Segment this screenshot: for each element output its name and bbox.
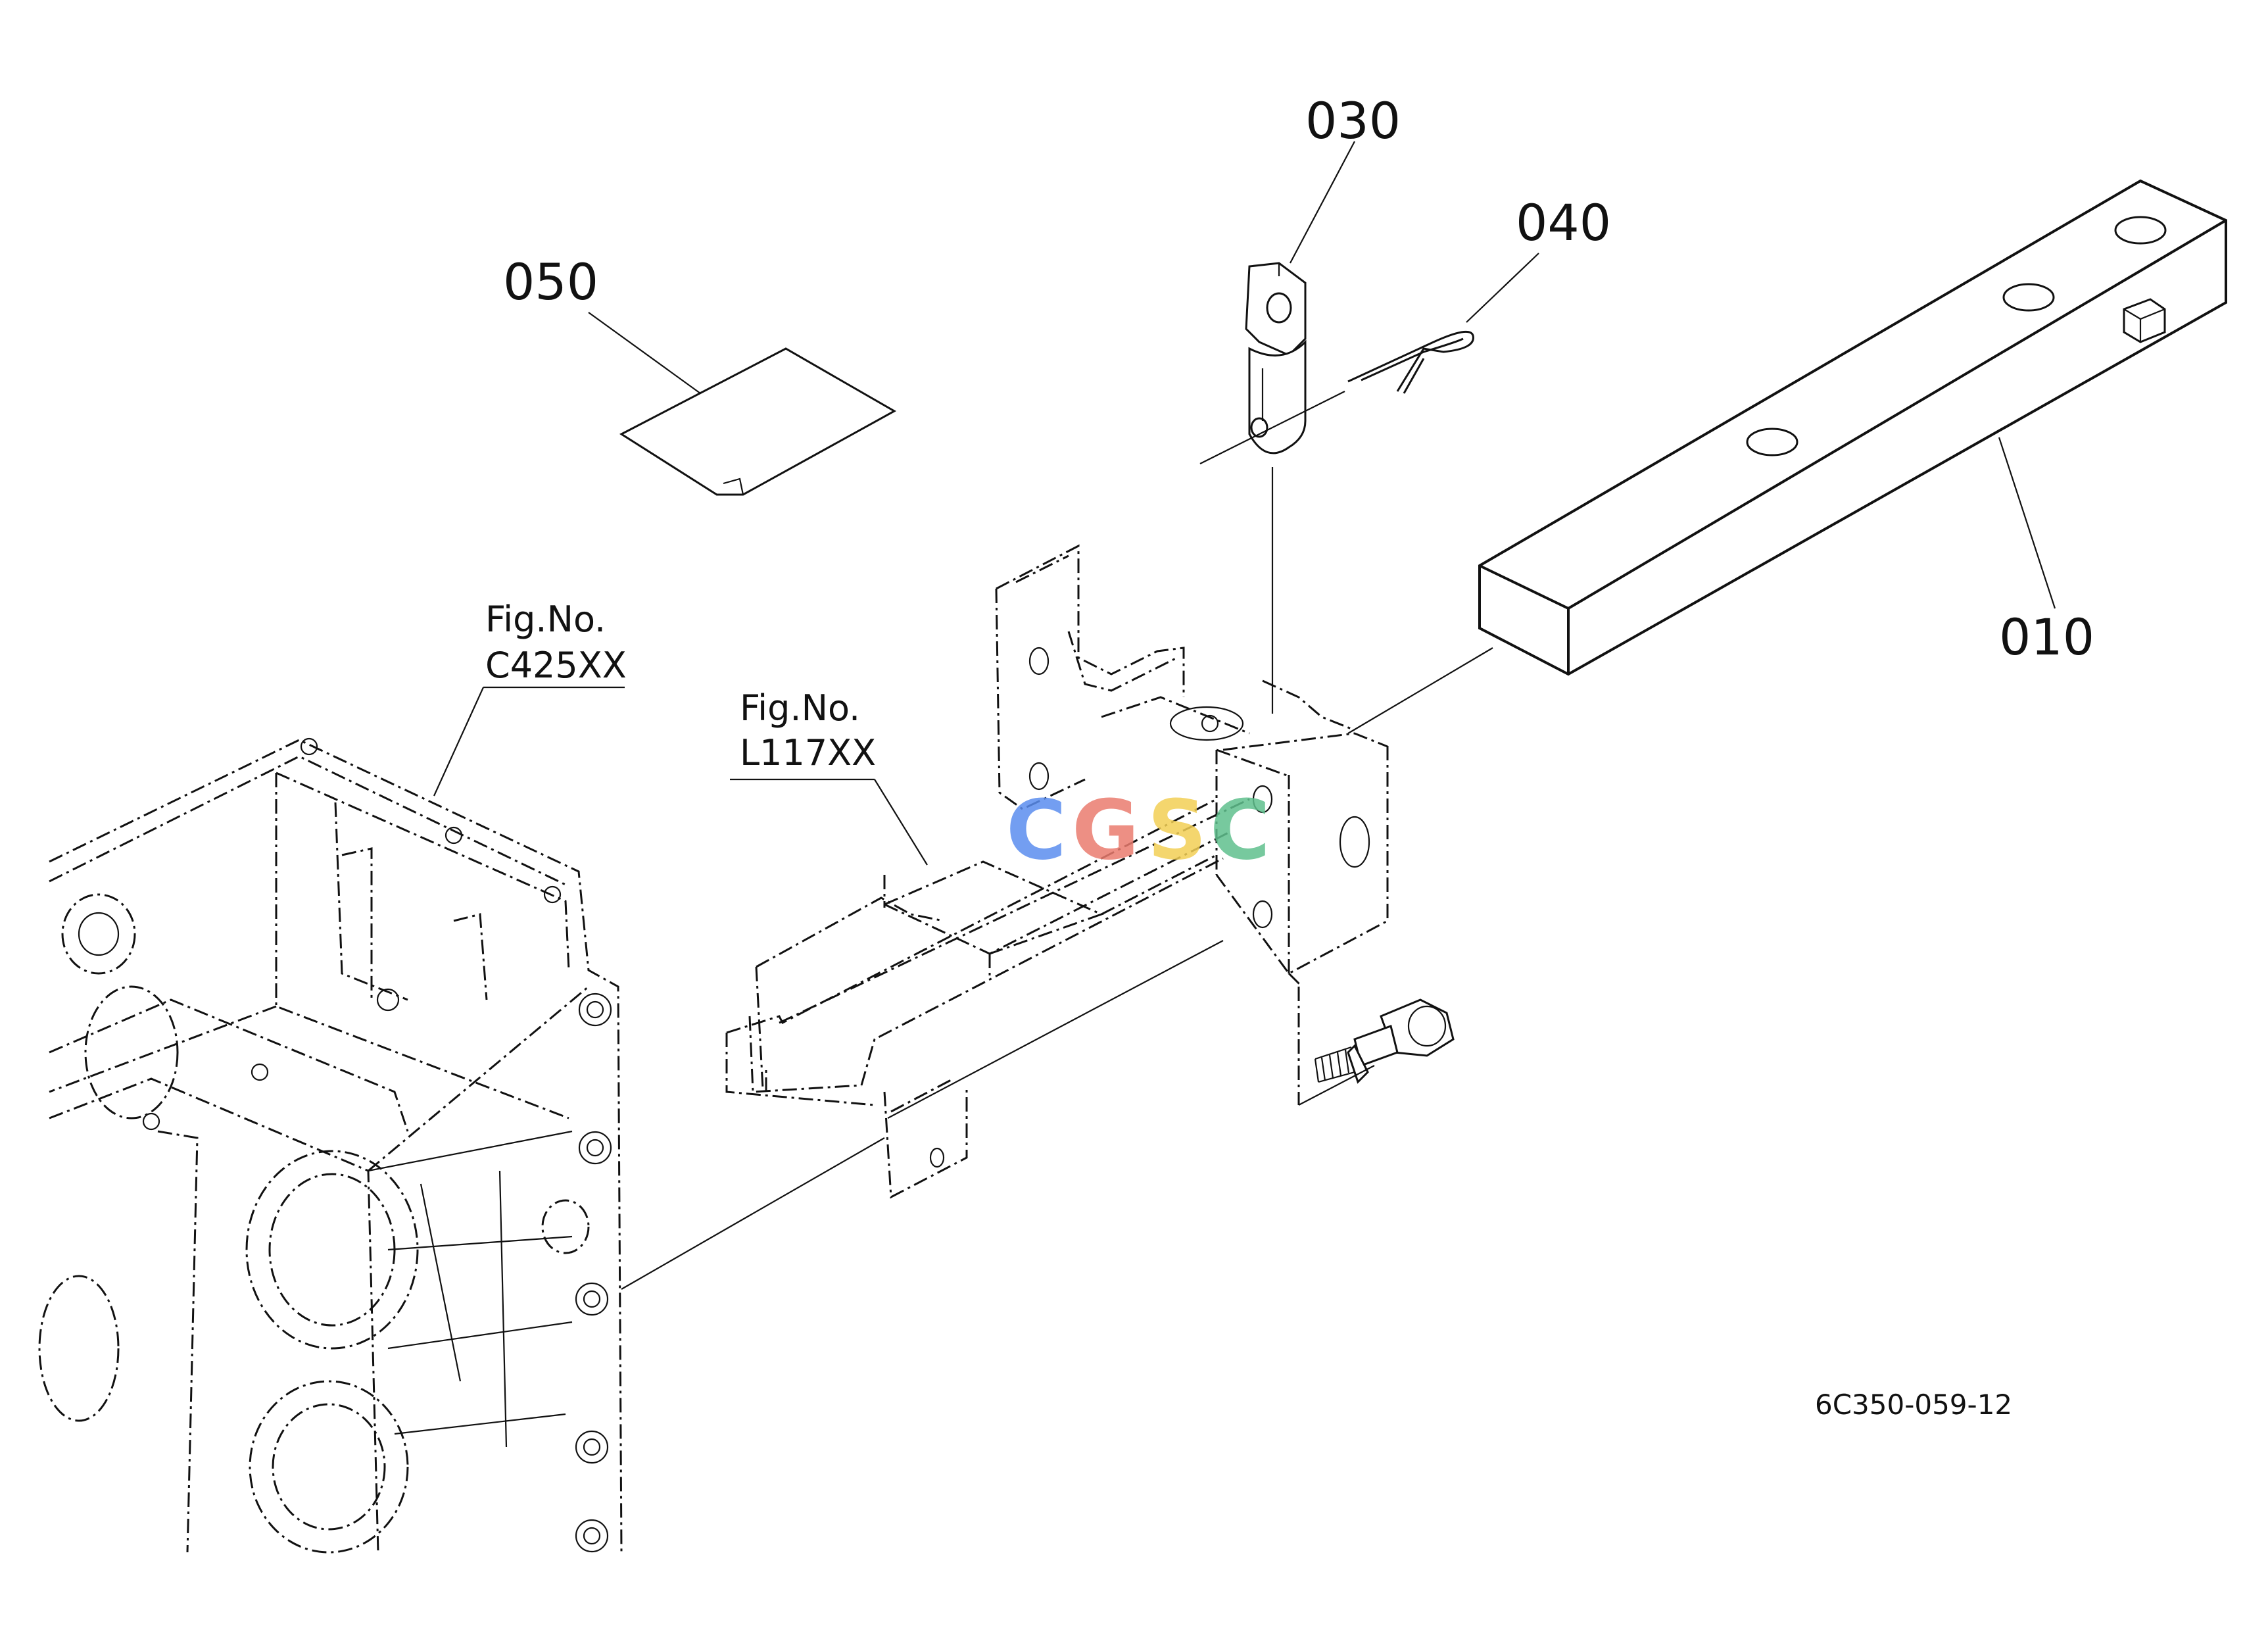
fig-ref-l117-line2: L117XX — [740, 732, 876, 774]
watermark-letter-1: C — [1006, 783, 1067, 878]
rear-axis-line — [887, 940, 1224, 1119]
clip-leader — [1466, 253, 1539, 323]
retaining-clip — [1347, 330, 1474, 394]
drawbar — [1478, 179, 2227, 676]
callout-030: 030 — [1305, 91, 1401, 150]
bolt-axis-line — [1298, 1065, 1375, 1106]
fig-ref-c425-line1: Fig.No. — [485, 599, 606, 640]
flange-bolt-holes — [142, 737, 612, 1553]
fig-ref-l117-line1: Fig.No. — [740, 687, 860, 729]
drawbar-leader — [1998, 437, 2056, 609]
watermark-letter-2: G — [1072, 783, 1140, 878]
drawbar-axis-line — [1347, 647, 1493, 734]
callout-040: 040 — [1516, 193, 1611, 252]
decal-leader — [588, 312, 701, 394]
case-axis-line — [621, 1137, 885, 1290]
watermark-logo: C G S C — [1006, 783, 1270, 878]
drawbar-frame-assembly — [725, 544, 1389, 1199]
hex-bolt — [1314, 998, 1455, 1084]
watermark-letter-4: C — [1210, 783, 1270, 878]
watermark-letter-3: S — [1147, 783, 1207, 878]
transmission-case — [38, 686, 625, 1554]
callout-010: 010 — [1999, 608, 2094, 666]
drawing-code: 6C350-059-12 — [1815, 1389, 2012, 1421]
fig-ref-c425-line2: C425XX — [485, 645, 627, 686]
drawbar-pin — [1245, 262, 1307, 455]
clip-axis-line — [1199, 391, 1345, 464]
decal-sheet — [619, 347, 897, 496]
callout-050: 050 — [503, 253, 598, 311]
pin-leader — [1290, 141, 1355, 264]
